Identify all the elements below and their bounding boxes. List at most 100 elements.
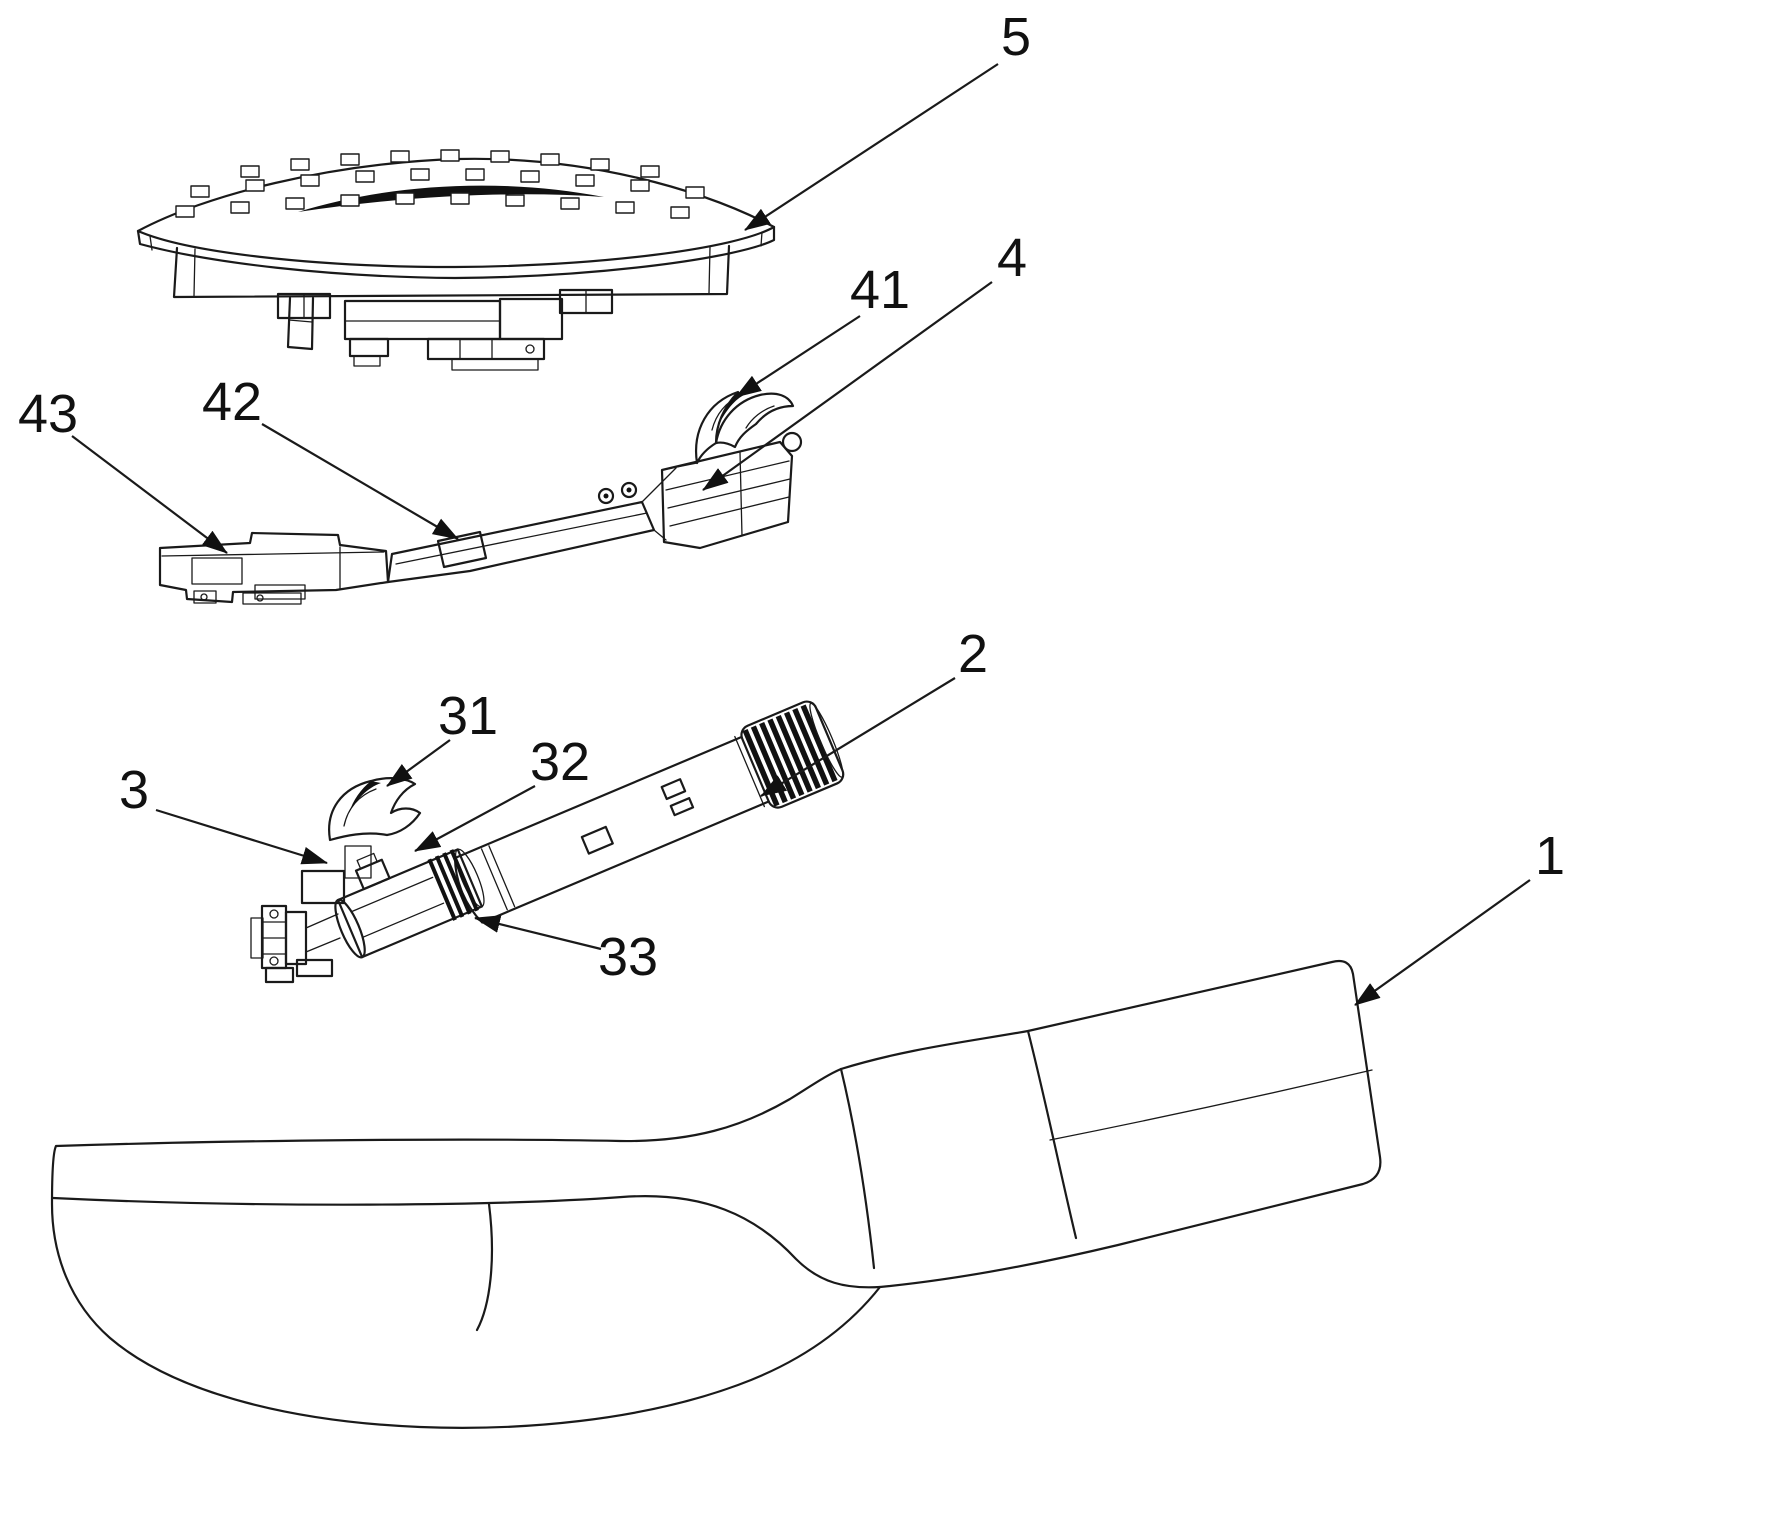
arm-hole-pin [626, 487, 632, 493]
bracket-plate [300, 869, 346, 905]
nozzle-dot [615, 201, 635, 214]
part-4-body [660, 431, 803, 550]
inner-foot [348, 337, 390, 358]
tube-top-edge [453, 735, 743, 860]
valve-body-lines [350, 876, 445, 939]
inner-box-right [498, 297, 564, 341]
nozzle-dot [520, 170, 540, 183]
plate-block [436, 530, 488, 569]
nozzle-dot [505, 194, 525, 207]
label-43: 43 [18, 384, 78, 444]
leader-5 [744, 63, 999, 231]
inner-post-line [288, 319, 313, 323]
part-5-spray-plate [136, 149, 776, 371]
part-3-bracket [300, 845, 372, 905]
inner-foot-small [451, 358, 539, 371]
nozzle-dot [575, 174, 595, 187]
nozzle-array [175, 149, 705, 219]
head-mid-line [1049, 1069, 1373, 1141]
body-vline [739, 451, 743, 537]
arm-hole [620, 481, 638, 499]
valve-rib [434, 855, 465, 918]
label-42: 42 [202, 372, 262, 432]
reference-labels: 5 41 4 42 43 2 31 32 3 33 1 [18, 7, 1565, 987]
tube-bottom-edge [481, 800, 770, 924]
flange-lines [261, 921, 287, 955]
tube-window [580, 825, 614, 855]
nozzle-dot [450, 192, 470, 205]
nozzle-dot [340, 194, 360, 207]
inner-post [286, 296, 315, 351]
leader-3 [155, 808, 328, 865]
valve-top-block-small [356, 852, 378, 870]
label-33: 33 [598, 927, 658, 987]
arm-hole-pin [603, 493, 609, 499]
nozzle-dot [540, 153, 560, 166]
neck-fold-line [839, 1067, 876, 1270]
label-1: 1 [1535, 826, 1565, 886]
block-outline [158, 531, 390, 604]
rim-tick [149, 231, 763, 251]
flange-plate-thin [250, 917, 264, 959]
nozzle-dot [630, 179, 650, 192]
valve-rib [442, 852, 472, 915]
leader-2 [760, 677, 956, 797]
label-41: 41 [850, 260, 910, 320]
inner-bar-lines [459, 338, 493, 360]
thread-rib [759, 721, 797, 800]
nozzle-dot [190, 185, 210, 198]
part-3-valve-body [334, 848, 485, 959]
nozzle-dot [590, 158, 610, 171]
underbody-edge [193, 246, 711, 297]
nozzle-dot [300, 174, 320, 187]
hook-shading [349, 781, 381, 813]
handle-outline [50, 959, 1382, 1429]
nozzle-dot [410, 168, 430, 181]
block-foot [242, 592, 302, 605]
nozzle-dot [490, 150, 510, 163]
arm-link-line [641, 467, 677, 541]
thread-cap-outline [740, 700, 845, 809]
nozzle-dot [440, 149, 460, 162]
flange-screw [269, 909, 279, 919]
nozzle-dot [290, 158, 310, 171]
tube-window [669, 797, 695, 817]
flange-link-lines [305, 913, 341, 953]
thread-rib [792, 707, 830, 786]
cap-end-ellipse [809, 702, 844, 778]
neck-fold-line [1026, 1029, 1078, 1240]
nozzle-dot [355, 170, 375, 183]
hook-outline [328, 777, 422, 842]
nozzle-dot [230, 201, 250, 214]
block-foot [193, 590, 217, 604]
hook-shading [720, 392, 748, 422]
nozzle-dot [340, 153, 360, 166]
thread-rib [800, 704, 838, 783]
part-31-hook [328, 777, 422, 842]
leader-31 [386, 739, 451, 787]
flange-plate [260, 904, 288, 970]
part-43-block [158, 531, 390, 605]
block-inset [191, 557, 243, 585]
flange-plate [284, 910, 308, 966]
nozzle-dot [395, 192, 415, 205]
inner-screw [525, 344, 535, 354]
nozzle-dot [685, 186, 705, 199]
arm-hole [597, 487, 615, 505]
part-41-hook [695, 390, 795, 465]
valve-left-end [334, 898, 366, 959]
leader-4 [702, 281, 993, 491]
nozzle-dot [560, 197, 580, 210]
spray-plate-shading [298, 185, 604, 212]
block-screw [200, 593, 208, 601]
nozzle-dot [285, 197, 305, 210]
flange-foot [295, 958, 334, 978]
hook-horn [695, 390, 740, 465]
leader-lines [71, 63, 1531, 1006]
body-outline [660, 440, 794, 550]
tube-joint-lines [480, 735, 766, 911]
valve-right-end [455, 848, 485, 908]
label-32: 32 [530, 732, 590, 792]
